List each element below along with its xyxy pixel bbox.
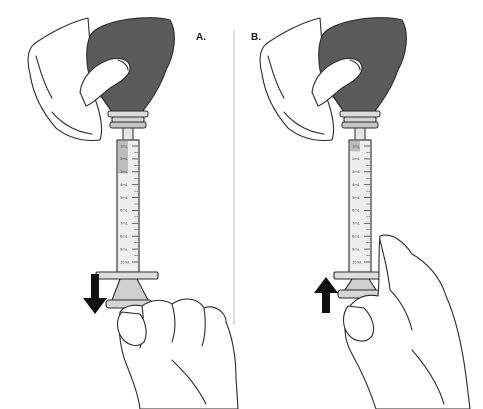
panel-b-syringe: 1mL 2mL 3mL 4mL 5mL 6mL 7mL 8mL 9mL 10mL: [333, 139, 387, 299]
panel-b-label: B.: [251, 32, 261, 43]
panel-b-scale-label: 6mL: [352, 209, 360, 213]
panel-a-syringe: 1mL 2mL 3mL 4mL 5mL 6mL 7mL 8mL 9mL 10mL: [95, 139, 159, 309]
panel-b-scale-label: 2mL: [352, 157, 360, 161]
panel-b-pushing-hand: [342, 234, 471, 409]
panel-a-arrow-down-icon: [83, 274, 107, 314]
panel-a-thumb: [79, 57, 131, 107]
panel-b-adapter: [339, 110, 381, 141]
panel-b-scale-label: 3mL: [352, 170, 360, 174]
panel-a-scale-label: 10mL: [120, 260, 130, 264]
panel-b-fluid: [350, 141, 360, 152]
panel-a-scale-label: 5mL: [120, 196, 128, 200]
panel-a-scale-label: 4mL: [120, 183, 128, 187]
panel-a-scale: 1mL 2mL 3mL 4mL 5mL 6mL 7mL 8mL 9mL 10mL: [120, 144, 138, 264]
panel-a-scale-label: 1mL: [120, 144, 128, 148]
panel-a-fluid: [118, 141, 128, 174]
panel-b-plunger: [343, 278, 378, 291]
panel-a-flange: [95, 271, 159, 280]
panel-a-holding-hand: [27, 17, 103, 142]
panel-a-scale-label: 3mL: [120, 170, 128, 174]
panel-a-scale-label: 9mL: [120, 247, 128, 251]
panel-b-scale-label: 9mL: [352, 247, 360, 251]
panel-b: B. 1mL 2mL 3mL 4mL 5mL 6mL 7mL 8mL 9mL 10mL: [251, 17, 471, 409]
panel-b-scale-label: 7mL: [352, 222, 360, 226]
panel-a-scale-label: 7mL: [120, 222, 128, 226]
panel-a-pulling-hand: [116, 298, 239, 409]
panel-a-scale-label: 8mL: [120, 235, 128, 239]
panel-b-scale-label: 4mL: [352, 183, 360, 187]
panel-a-scale-label: 2mL: [120, 157, 128, 161]
panel-b-scale-label: 1mL: [352, 144, 360, 148]
panel-b-thumb: [311, 57, 363, 107]
panel-a-scale-label: 6mL: [120, 209, 128, 213]
panel-a-adapter: [107, 110, 149, 141]
panel-a-plunger: [111, 278, 149, 301]
panel-b-scale-label: 8mL: [352, 235, 360, 239]
panel-b-scale-label: 10mL: [352, 260, 362, 264]
panel-b-scale-label: 5mL: [352, 196, 360, 200]
panel-a-label: A.: [196, 32, 206, 43]
panel-b-flange: [333, 271, 387, 280]
panel-b-arrow-up-icon: [314, 277, 338, 313]
panel-b-scale: 1mL 2mL 3mL 4mL 5mL 6mL 7mL 8mL 9mL 10mL: [352, 144, 370, 264]
panel-a: A. 1mL 2mL 3mL 4mL 5mL 6mL 7mL 8mL 9mL 10mL: [27, 17, 239, 409]
panel-b-holding-hand: [259, 17, 335, 142]
